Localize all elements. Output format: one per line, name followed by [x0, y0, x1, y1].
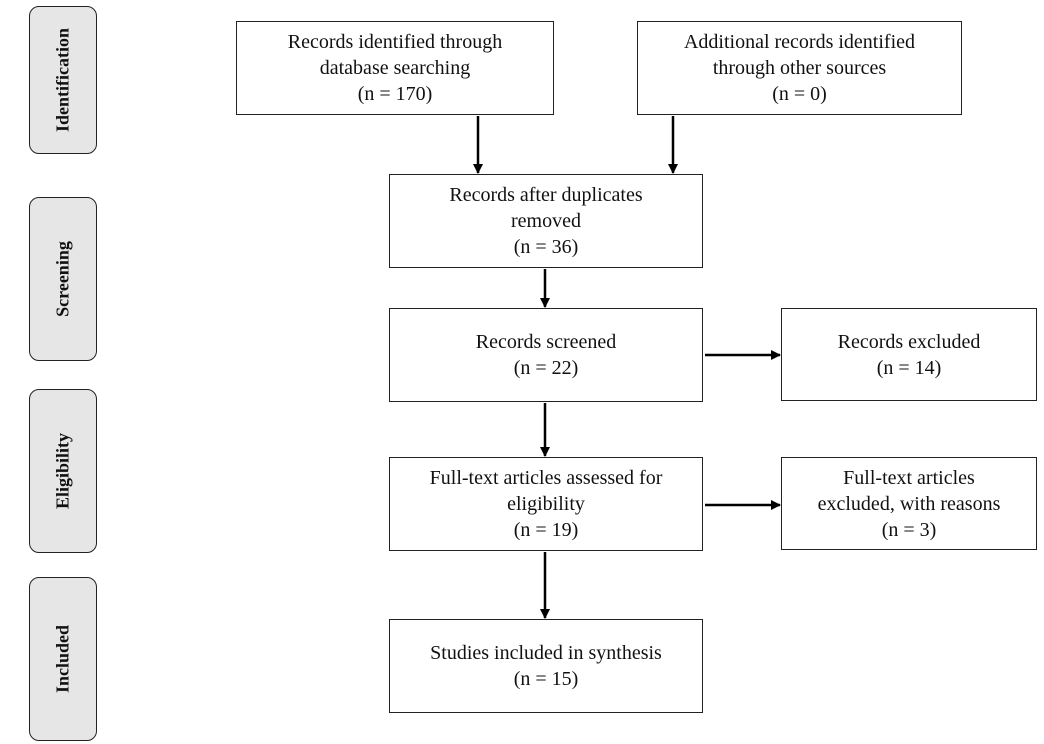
stage-identification: Identification	[29, 6, 97, 154]
box-text: excluded, with reasons	[817, 492, 1001, 515]
box-count: (n = 19)	[513, 519, 579, 541]
box-studies-included: Studies included in synthesis (n = 15)	[389, 619, 703, 713]
box-text: eligibility	[507, 493, 585, 515]
box-text: Records after duplicates	[449, 184, 643, 206]
box-text: through other sources	[712, 57, 887, 79]
box-text: removed	[511, 210, 581, 232]
box-database-search: Records identified through database sear…	[236, 21, 554, 115]
box-count: (n = 36)	[513, 236, 579, 258]
box-text: Records excluded	[837, 330, 981, 353]
box-count: (n = 15)	[513, 668, 579, 690]
box-count: (n = 22)	[513, 357, 579, 379]
box-text: database searching	[319, 57, 471, 79]
stage-screening-label: Screening	[52, 241, 73, 317]
box-text: Records identified through	[287, 31, 503, 53]
box-other-sources: Additional records identified through ot…	[637, 21, 962, 115]
stage-screening: Screening	[29, 197, 97, 361]
box-text: Studies included in synthesis	[430, 642, 662, 664]
stage-included: Included	[29, 577, 97, 741]
box-text: Records screened	[475, 331, 617, 353]
stage-included-label: Included	[52, 624, 73, 694]
box-fulltext-assessed: Full-text articles assessed for eligibil…	[389, 457, 703, 551]
stage-identification-label: Identification	[52, 27, 73, 133]
box-text: Additional records identified	[683, 31, 916, 53]
box-fulltext-excluded: Full-text articles excluded, with reason…	[781, 457, 1037, 550]
box-count: (n = 3)	[881, 518, 937, 541]
box-records-screened: Records screened (n = 22)	[389, 308, 703, 402]
box-count: (n = 14)	[876, 356, 942, 379]
stage-eligibility-label: Eligibility	[52, 432, 73, 510]
box-records-excluded: Records excluded (n = 14)	[781, 308, 1037, 401]
box-count: (n = 0)	[772, 83, 827, 105]
box-after-duplicates: Records after duplicates removed (n = 36…	[389, 174, 703, 268]
box-text: Full-text articles	[843, 466, 975, 489]
box-count: (n = 170)	[357, 83, 433, 105]
stage-eligibility: Eligibility	[29, 389, 97, 553]
box-text: Full-text articles assessed for	[429, 467, 663, 489]
